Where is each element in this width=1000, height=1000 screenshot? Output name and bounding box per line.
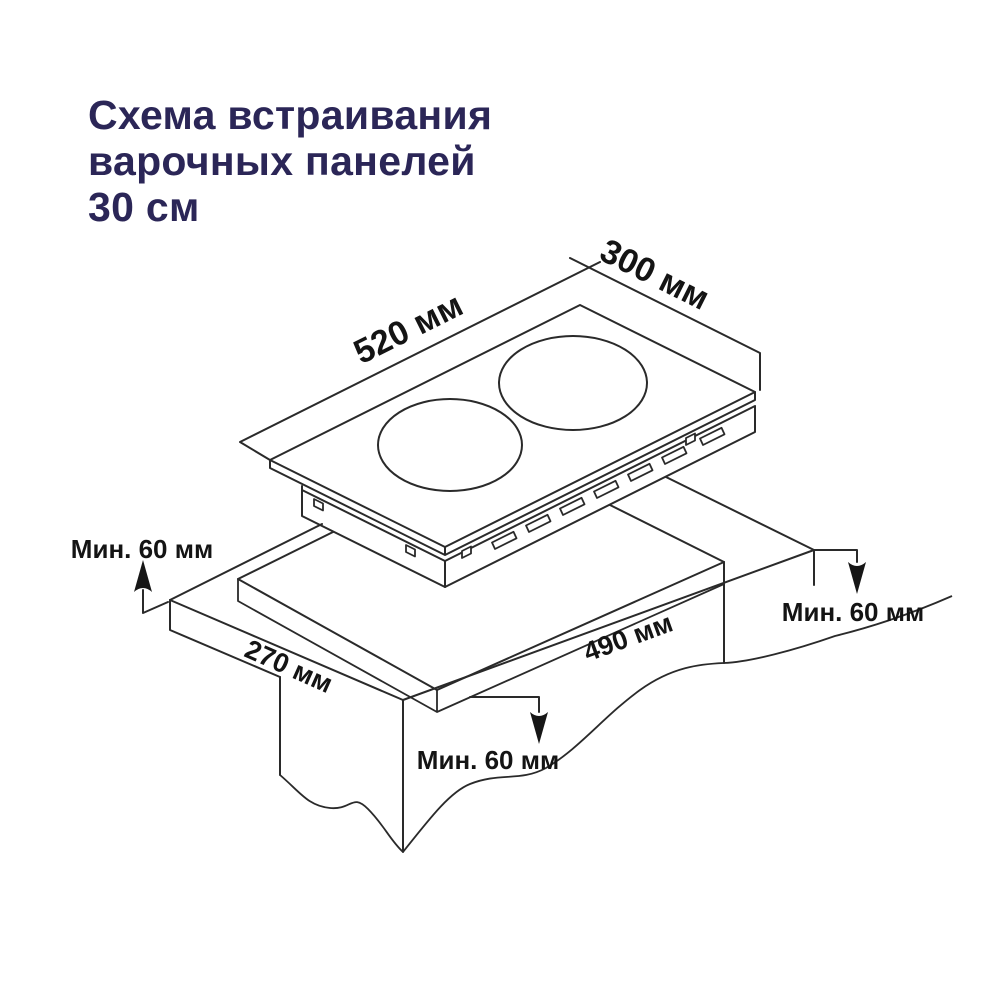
countertop-back-right-edge [665,476,815,551]
hob-glass-edge [269,391,756,556]
countertop-front-left-edge [169,599,404,701]
down-arrow-icon [848,562,866,594]
mounting-clip [313,498,324,512]
break-line-left [279,774,404,853]
up-arrow-icon [134,560,152,592]
cutout-depth-label: 270 мм [240,634,337,699]
cutout-width-label: 490 мм [580,608,677,668]
page-title-line2: варочных панелей [88,138,476,184]
page-title-line3: 30 см [88,184,200,230]
clearance-left-label: Мин. 60 мм [71,534,213,564]
cutout-back-left-edge [237,531,334,580]
hob-dimension-lines [239,257,761,461]
vent-slat [699,426,726,446]
clearance-bottom-label: Мин. 60 мм [417,745,559,775]
cutout-inner-wall-left [237,579,438,713]
vent-slat [491,530,518,550]
mounting-clips [313,432,696,559]
leader-left [142,589,169,614]
cutout-front-right-edge [436,561,725,691]
countertop-left-end-face [169,599,281,678]
leader-right [813,549,858,563]
page-title-line1: Схема встраивания [88,92,493,138]
vent-slat [559,496,586,516]
leader-bottom [469,696,540,713]
hob-body-left-face [301,485,446,588]
dimension-line-520 [239,261,601,461]
vent-slat [661,445,688,465]
break-line-right [402,595,953,853]
vent-slats [491,426,726,550]
mounting-clip [461,545,472,559]
cutout-back-right-edge [609,504,725,563]
down-arrow-icon [530,712,548,744]
vent-slat [627,462,654,482]
dimension-line-300 [569,257,761,391]
hob-body-right-face [444,405,756,588]
burner-left [377,398,523,492]
clearance-right-label: Мин. 60 мм [782,597,924,627]
clearance-callouts [134,549,866,744]
vent-slat [525,513,552,533]
vent-slat [593,479,620,499]
hob [269,304,756,588]
page-title: Схема встраивания варочных панелей 30 см [88,92,492,230]
hob-depth-label: 300 мм [594,232,715,318]
cutout-inner-wall-right [436,583,725,713]
countertop [169,476,953,853]
countertop-back-left-edge [169,523,323,601]
mounting-clip [405,544,416,558]
mounting-clip [685,432,696,446]
cutout-front-left-edge [237,578,438,691]
burner-right [498,335,648,431]
